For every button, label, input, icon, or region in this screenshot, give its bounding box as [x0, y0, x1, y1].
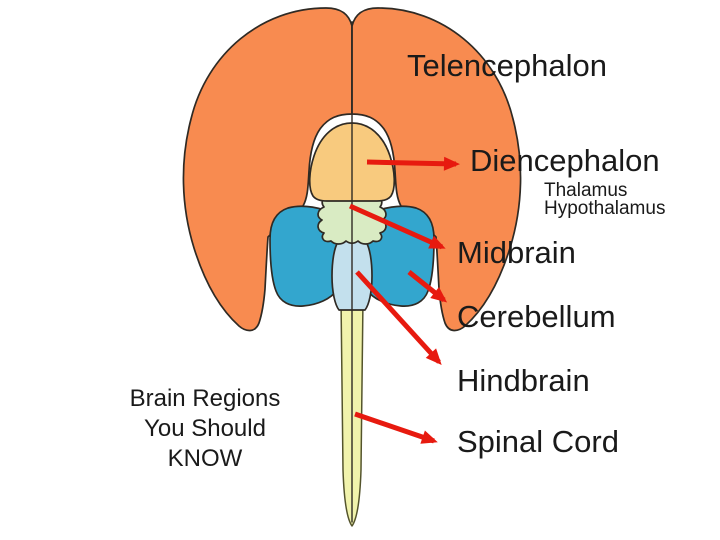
label-spinal-cord: Spinal Cord	[457, 424, 619, 459]
cerebrum-right-hemisphere	[351, 7, 522, 332]
label-diencephalon: Diencephalon	[470, 143, 660, 178]
label-midbrain: Midbrain	[457, 235, 576, 270]
caption-line-2: You Should	[144, 415, 266, 442]
arrow-to-midbrain	[348, 203, 446, 250]
label-hypothalamus: Hypothalamus	[544, 198, 666, 219]
label-cerebellum: Cerebellum	[457, 299, 616, 334]
label-hindbrain: Hindbrain	[457, 363, 590, 398]
arrow-to-hindbrain	[355, 270, 442, 365]
caption-line-1: Brain Regions	[129, 385, 281, 412]
label-thalamus: Thalamus	[544, 180, 628, 201]
caption-line-3: KNOW	[167, 445, 243, 472]
label-telencephalon: Telencephalon	[407, 48, 607, 83]
cerebrum-left-hemisphere	[182, 7, 353, 332]
arrow-to-diencephalon	[366, 156, 460, 171]
arrow-to-cerebellum	[407, 270, 448, 303]
slide-caption: Brain Regions You Should KNOW	[100, 384, 310, 474]
arrow-to-spinal-cord	[354, 411, 438, 444]
